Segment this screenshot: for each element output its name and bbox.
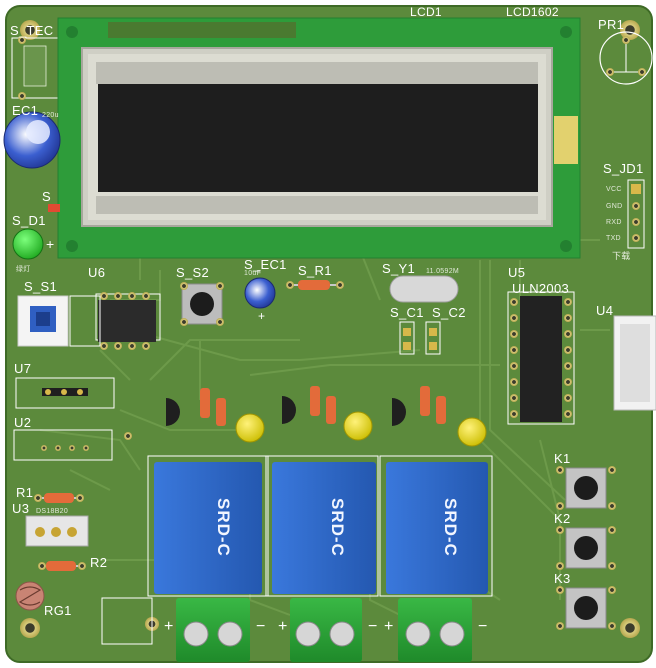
label-lcd1602: LCD1602 <box>506 5 559 19</box>
terminal-block-3 <box>398 598 472 662</box>
label-jd-rxd: RXD <box>606 219 622 226</box>
label-uln2003: ULN2003 <box>512 281 570 296</box>
label-y1-value: 11.0592M <box>426 268 460 275</box>
relay-2 <box>265 455 379 597</box>
ec1-capacitor <box>3 111 61 169</box>
relay-1 <box>147 455 269 597</box>
label-s-c2: S_C2 <box>432 305 466 320</box>
relay-3 <box>379 455 493 597</box>
terminal-block-1 <box>176 598 250 662</box>
label-download: 下载 <box>612 251 631 261</box>
label-k1: K1 <box>554 451 571 466</box>
r1-resistor <box>34 493 84 503</box>
s-y1-crystal <box>389 275 459 303</box>
u7-header <box>15 377 115 409</box>
u3-ds18b20 <box>25 515 89 547</box>
label-u2: U2 <box>14 415 32 430</box>
label-s-tec: S_TEC <box>10 23 54 38</box>
relay-1-label: SRD-C <box>214 498 233 557</box>
term-1-plus: + <box>164 618 174 635</box>
r2-resistor <box>38 561 86 571</box>
s-r1-resistor <box>286 280 344 290</box>
pr1-potentiometer <box>599 31 653 85</box>
label-pr1: PR1 <box>598 17 625 32</box>
s-s2-button[interactable] <box>180 282 224 326</box>
mounting-holes <box>20 20 640 638</box>
rg1-photoresistor <box>15 581 45 611</box>
lcd-screen <box>98 84 538 192</box>
term-2-minus: − <box>368 618 378 635</box>
relay-3-label: SRD-C <box>441 498 460 557</box>
s-d1-led <box>12 204 60 260</box>
label-s-c1: S_C1 <box>390 305 424 320</box>
label-s-ec1-value: 10uF <box>244 270 262 277</box>
lcd-header-pins <box>108 22 296 38</box>
relay-2-label: SRD-C <box>328 498 347 557</box>
label-s-s2: S_S2 <box>176 265 210 280</box>
u4-connector <box>613 315 656 411</box>
label-s-s1: S_S1 <box>24 279 58 294</box>
driver-row-2 <box>282 386 373 441</box>
label-s-ec1: S_EC1 <box>244 257 287 272</box>
label-k3: K3 <box>554 571 571 586</box>
u5-uln2003 <box>507 291 575 425</box>
driver-row-3 <box>392 386 487 447</box>
s-c1-capacitor <box>399 321 415 355</box>
lcd1602-display <box>57 17 581 259</box>
s-c2-capacitor <box>425 321 441 355</box>
s-ec1-plus: + <box>258 309 266 323</box>
s-jd1-header <box>627 179 645 249</box>
label-s-jd1: S_JD1 <box>603 161 644 176</box>
s-s1-switch[interactable] <box>17 295 101 347</box>
label-u3-value: DS18B20 <box>36 508 69 515</box>
label-lcd1: LCD1 <box>410 5 442 19</box>
label-s-small: S <box>42 189 51 204</box>
term-3-minus: − <box>478 618 488 635</box>
term-2-plus: + <box>278 618 288 635</box>
label-r2: R2 <box>90 555 108 570</box>
u2-header <box>13 429 132 461</box>
label-u4: U4 <box>596 303 614 318</box>
label-r1: R1 <box>16 485 34 500</box>
label-u6: U6 <box>88 265 106 280</box>
k2-button[interactable] <box>556 526 616 570</box>
ec-plus: + <box>46 236 55 252</box>
u6-ic <box>95 292 161 350</box>
label-ec1-value: 220u <box>42 112 59 119</box>
terminal-block-2 <box>290 598 362 662</box>
driver-row-1 <box>166 388 265 443</box>
label-s-d1-sub: 绿灯 <box>16 266 31 273</box>
k3-button[interactable] <box>556 586 616 630</box>
bottom-left-module <box>101 597 153 645</box>
label-jd-vcc: VCC <box>606 186 622 193</box>
label-u7: U7 <box>14 361 32 376</box>
label-jd-txd: TXD <box>606 235 621 242</box>
label-s-y1: S_Y1 <box>382 261 416 276</box>
term-1-minus: − <box>256 618 266 635</box>
s-ec1-capacitor <box>244 277 276 309</box>
label-u3: U3 <box>12 501 30 516</box>
label-k2: K2 <box>554 511 571 526</box>
label-ec1: EC1 <box>12 103 39 118</box>
k1-button[interactable] <box>556 466 616 510</box>
label-u5: U5 <box>508 265 526 280</box>
label-s-d1: S_D1 <box>12 213 46 228</box>
term-3-plus: + <box>384 618 394 635</box>
label-rg1: RG1 <box>44 603 72 618</box>
label-s-r1: S_R1 <box>298 263 332 278</box>
label-jd-gnd: GND <box>606 203 623 210</box>
